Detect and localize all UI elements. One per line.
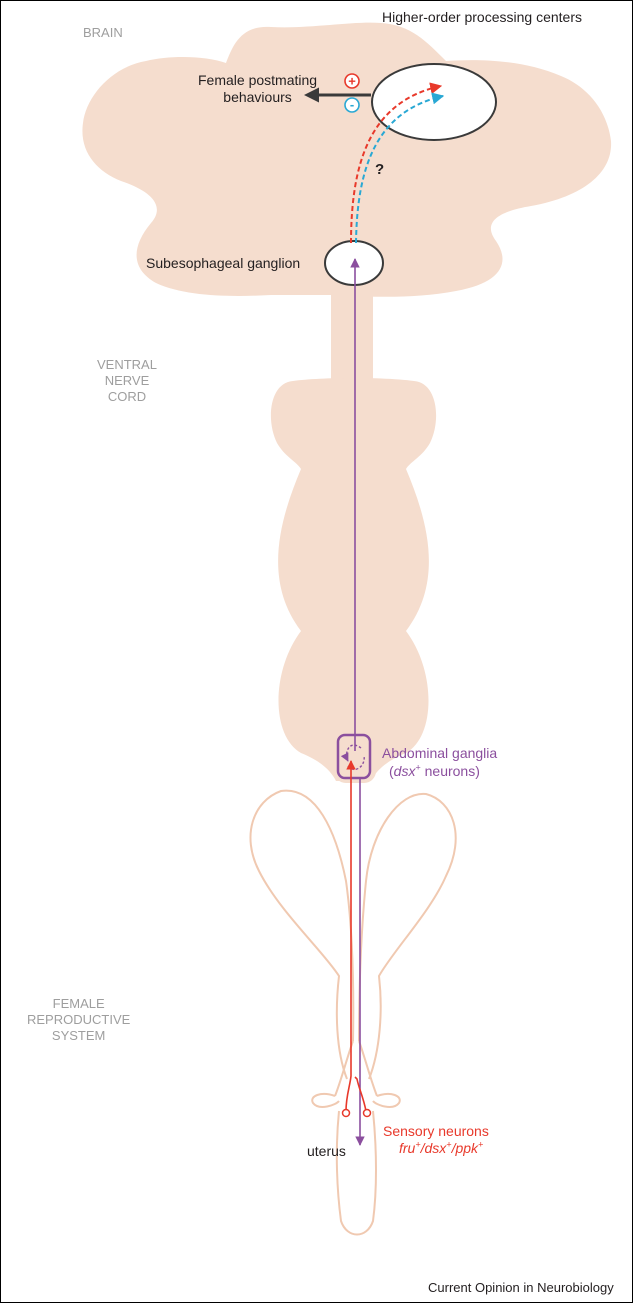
dsx-neurons-label: (dsx+ neurons) [389,763,480,780]
dsx-rest-text: neurons) [421,763,480,779]
region-label-vnc-line1: VENTRAL [97,357,157,373]
sensory-neurons-label: Sensory neurons [383,1123,489,1140]
region-label-frs: FEMALE REPRODUCTIVE SYSTEM [27,996,130,1044]
minus-sign: - [350,97,354,112]
region-label-vnc: VENTRAL NERVE CORD [97,357,157,405]
reproductive-system-outline [250,791,455,1235]
neck-shape [331,289,373,385]
behaviour-label: Female postmating behaviours [198,72,317,106]
behaviour-label-line1: Female postmating [198,72,317,89]
vnc-shape [271,378,436,781]
plus-sign: + [348,74,356,89]
sensory-neuron-soma-left [343,1110,350,1117]
fru-text: fru [399,1140,415,1156]
ppk-text: ppk [455,1140,478,1156]
abdominal-ganglia-label: Abdominal ganglia [382,745,497,762]
region-label-vnc-line3: CORD [97,389,157,405]
region-label-frs-line3: SYSTEM [27,1028,130,1044]
behaviour-label-line2: behaviours [198,89,317,106]
higher-order-centers-label: Higher-order processing centers [382,9,582,26]
question-mark: ? [375,161,384,178]
dsx-text: dsx [425,1140,447,1156]
subesophageal-ganglion-ellipse [325,241,383,285]
higher-order-centers-ellipse [372,64,496,140]
region-label-frs-line2: REPRODUCTIVE [27,1012,130,1028]
sensory-neuron-soma-right [364,1110,371,1117]
ppk-sup: + [478,1139,483,1149]
footer-credit: Current Opinion in Neurobiology [428,1279,614,1296]
region-label-frs-line1: FEMALE [27,996,130,1012]
uterus-label: uterus [307,1143,346,1160]
region-label-brain: BRAIN [83,25,123,41]
dsx-gene-text: dsx [394,763,416,779]
genotype-label: fru+/dsx+/ppk+ [399,1140,483,1157]
subesophageal-ganglion-label: Subesophageal ganglion [146,255,300,272]
region-label-vnc-line2: NERVE [97,373,157,389]
